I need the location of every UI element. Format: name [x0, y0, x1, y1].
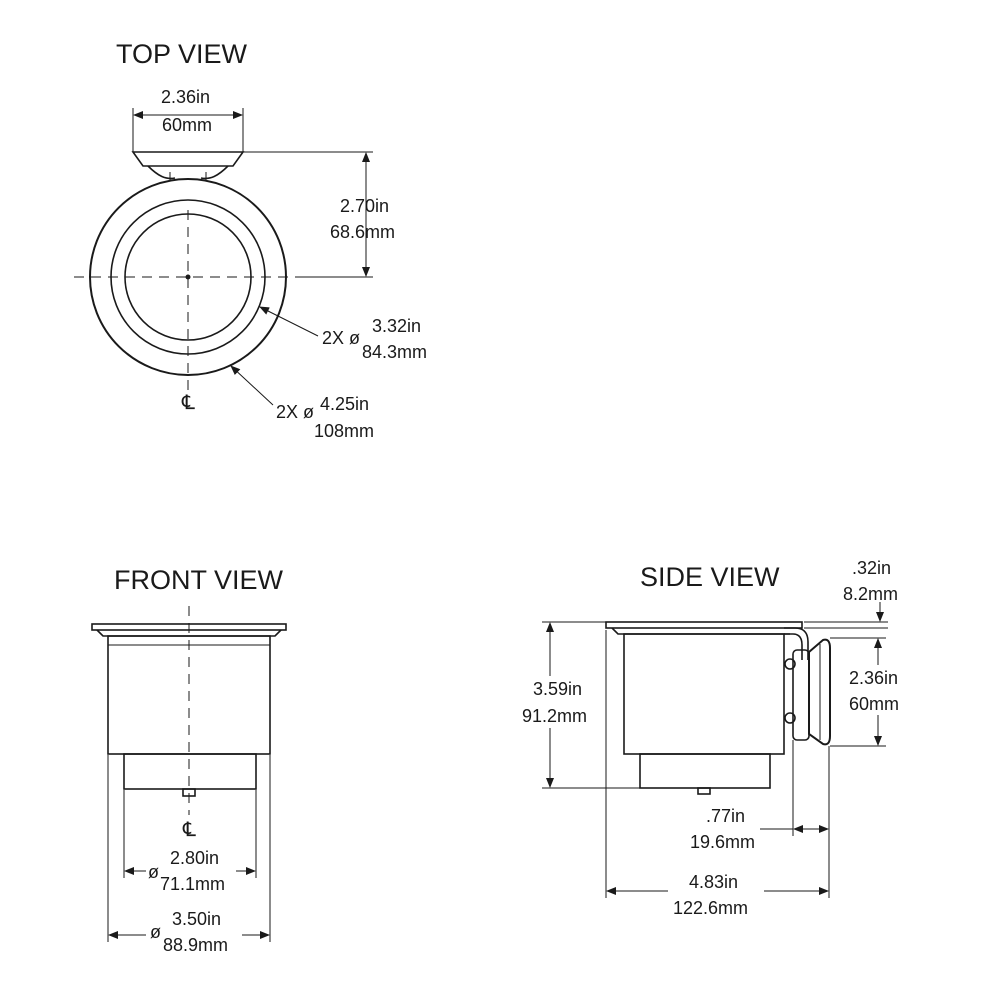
side-flange-in: .32in [852, 558, 891, 578]
top-width-mm: 60mm [162, 115, 212, 135]
side-height-label-bg [528, 676, 600, 728]
top-centerline-symbol: ℄ [181, 392, 195, 414]
side-height-in: 3.59in [533, 679, 582, 699]
front-large-label-bg [146, 910, 242, 954]
side-bracket-screw-top [784, 658, 796, 670]
side-view-title: SIDE VIEW [640, 562, 780, 592]
side-bracket-mm: 60mm [849, 694, 899, 714]
side-lower-body [639, 753, 771, 789]
side-bracket-arm-inner [784, 633, 803, 660]
top-bracket-tab [131, 151, 245, 167]
front-large-mm: 88.9mm [163, 935, 228, 955]
top-bracket-neck [147, 165, 229, 180]
top-view-title: TOP VIEW [116, 39, 248, 69]
side-depth-in: 4.83in [689, 872, 738, 892]
top-width-in: 2.36in [161, 87, 210, 107]
top-inner-in: 3.32in [372, 316, 421, 336]
top-outer-prefix: 2X ø [276, 402, 314, 422]
side-flange-mm: 8.2mm [843, 584, 898, 604]
top-center-point [185, 274, 191, 280]
side-view: SIDE VIEW .32in 8.2mm 3.59in 91.2mm [522, 558, 912, 918]
top-outer-leader [230, 365, 274, 406]
top-inner-leader [259, 306, 319, 337]
side-offset-mm: 19.6mm [690, 832, 755, 852]
front-small-mm: 71.1mm [160, 874, 225, 894]
side-mount-pad [808, 638, 831, 746]
front-centerline-symbol: ℄ [182, 819, 196, 841]
top-bracket-rib [169, 172, 207, 181]
side-depth-label-bg [668, 870, 764, 916]
top-outer-in: 4.25in [320, 394, 369, 414]
side-bracket-label-bg [846, 665, 912, 715]
top-offset-mm: 68.6mm [330, 222, 395, 242]
front-view: FRONT VIEW ℄ ø 2.80in 71.1mm ø 3.50in 88… [91, 565, 287, 955]
side-depth-mm: 122.6mm [673, 898, 748, 918]
front-lower-body [123, 753, 257, 790]
front-small-prefix: ø [148, 862, 159, 882]
top-inner-prefix: 2X ø [322, 328, 360, 348]
side-bracket-in: 2.36in [849, 668, 898, 688]
side-offset-in: .77in [706, 806, 745, 826]
top-view: TOP VIEW 2.36in 60mm ℄ 2.70in 68.6mm 2X … [74, 39, 427, 441]
side-flange [605, 621, 803, 629]
side-drain-nub [697, 787, 711, 795]
top-outer-mm: 108mm [314, 421, 374, 441]
side-height-mm: 91.2mm [522, 706, 587, 726]
top-offset-in: 2.70in [340, 196, 389, 216]
side-bracket-arm [784, 627, 809, 660]
front-view-title: FRONT VIEW [114, 565, 284, 595]
front-large-in: 3.50in [172, 909, 221, 929]
side-bracket-screw-bottom [784, 712, 796, 724]
front-small-label-bg [146, 850, 236, 892]
top-inner-mm: 84.3mm [362, 342, 427, 362]
front-large-prefix: ø [150, 922, 161, 942]
side-flange-lip [611, 627, 790, 635]
side-upper-body [623, 633, 785, 755]
front-small-in: 2.80in [170, 848, 219, 868]
